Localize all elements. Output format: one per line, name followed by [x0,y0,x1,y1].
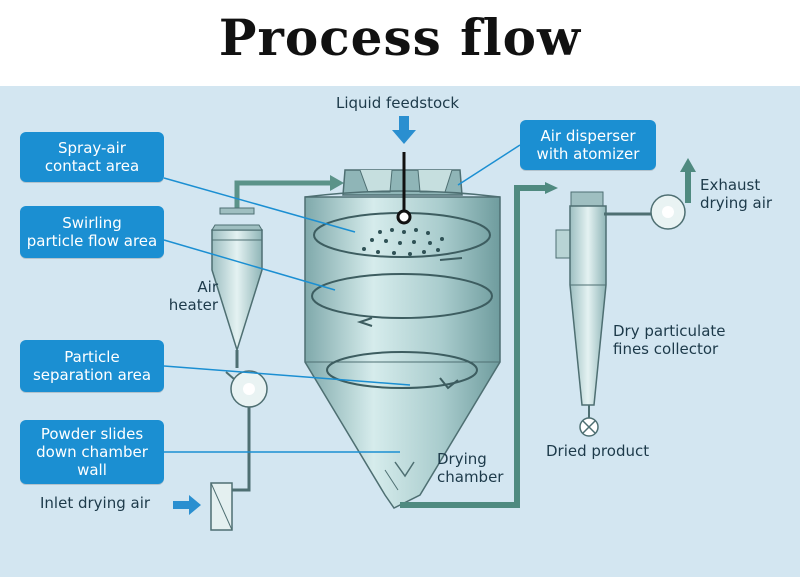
label-air-heater: Air heater [168,278,218,314]
outlet-arrow-icon [545,182,558,194]
inlet-fan [225,370,268,408]
label-inlet-drying-air: Inlet drying air [40,494,151,512]
label-exhaust-drying-air: Exhaust drying air [700,176,773,212]
fines-collector [555,191,607,437]
leader-spray-air [163,177,356,233]
label-drying-chamber: Drying chamber [437,450,504,486]
callout-powder-slides: Powder slides down chamber wall [20,420,164,484]
callout-particle-separation: Particle separation area [20,340,164,392]
leader-air-disperser [457,144,521,186]
callout-air-disperser: Air disperser with atomizer [520,120,656,170]
feed-arrow-icon [392,116,416,144]
label-dried-product: Dried product [546,442,650,460]
outlet-pipe [400,185,548,508]
page-title: Process flow [218,8,582,67]
inlet-arrow-icon [173,495,201,515]
label-liquid-feedstock: Liquid feedstock [336,94,460,112]
drying-chamber [304,152,501,509]
leader-swirling [163,239,336,291]
inlet-filter [210,482,233,531]
hot-air-arrow-icon [330,175,344,191]
callout-swirling-particle-flow: Swirling particle flow area [20,206,164,258]
inlet-pipe [232,407,251,492]
exhaust-arrow-icon [680,158,696,203]
leader-particle-sep [163,365,411,386]
hot-air-pipe [234,180,330,208]
label-dry-particulate: Dry particulate fines collector [613,322,726,358]
air-heater [211,207,263,368]
callout-spray-air: Spray-air contact area [20,132,164,182]
exhaust-fan [650,194,686,230]
